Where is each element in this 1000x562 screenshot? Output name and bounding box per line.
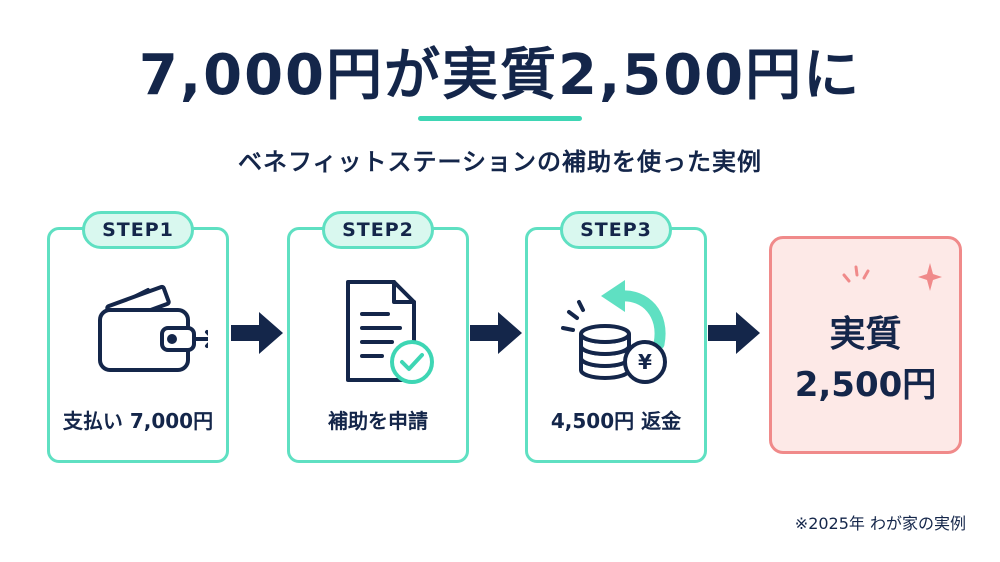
- svg-text:¥: ¥: [638, 350, 652, 374]
- step-label-1: 支払い 7,000円: [62, 409, 214, 433]
- step-label-2: 補助を申請: [328, 409, 428, 433]
- step-label-3: 4,500円 返金: [550, 409, 682, 433]
- step-card-1: STEP1 支払い 7,000円: [47, 211, 229, 463]
- result-amount: 2,500円: [794, 365, 937, 405]
- page-title: 7,000円が実質2,500円に: [138, 43, 862, 108]
- step-badge-1: STEP1: [82, 211, 194, 249]
- step-badge-2: STEP2: [322, 211, 434, 249]
- wallet-icon: [50, 270, 226, 400]
- page-subtitle: ベネフィットステーションの補助を使った実例: [237, 148, 763, 176]
- step-card-3: STEP3 ¥ 4,500円 返金: [525, 211, 707, 463]
- result-label: 実質: [829, 314, 902, 355]
- document-check-icon: [290, 270, 466, 400]
- arrow-right-icon: [708, 312, 760, 354]
- sparkle-icon: [842, 263, 942, 291]
- step-badge-3: STEP3: [560, 211, 672, 249]
- step-card-2: STEP2 補助を申請: [287, 211, 469, 463]
- result-card: 実質 2,500円: [769, 236, 962, 454]
- arrow-right-icon: [470, 312, 522, 354]
- title-underline: [418, 116, 582, 121]
- arrow-right-icon: [231, 312, 283, 354]
- footnote: ※2025年 わが家の実例: [794, 514, 966, 533]
- coins-refund-icon: ¥: [528, 270, 704, 400]
